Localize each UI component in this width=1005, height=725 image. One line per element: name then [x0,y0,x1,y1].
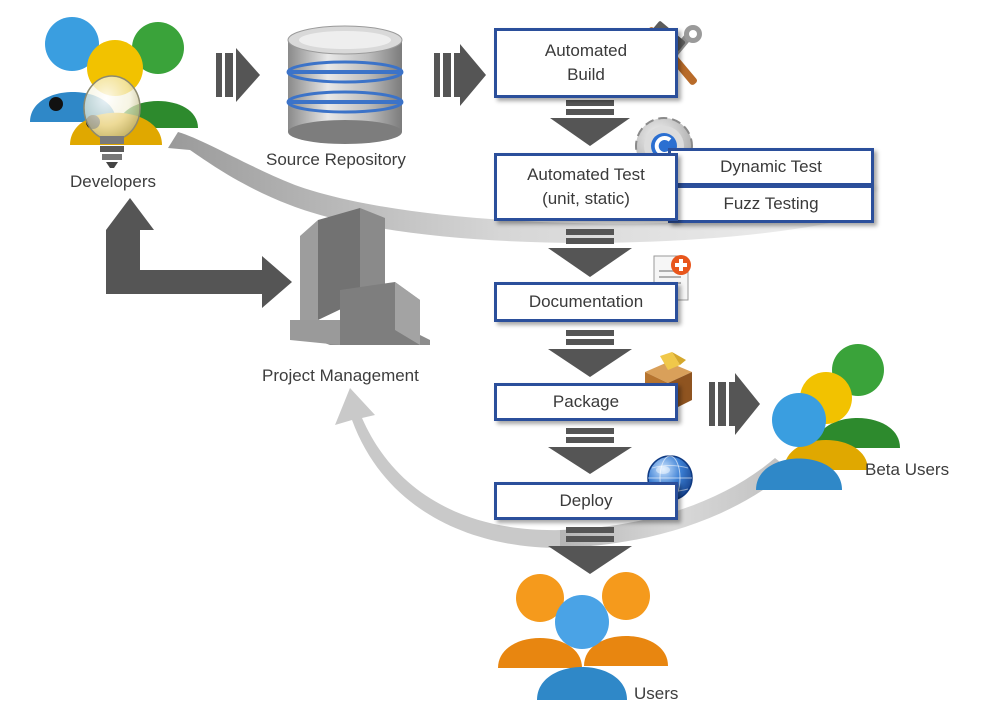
arrow-package-to-beta [709,373,760,435]
people-lightbulb-icon [30,17,198,168]
arrow-deploy-to-users [548,527,632,574]
package-box: Package [494,383,678,421]
deploy-label: Deploy [559,491,613,510]
feedback-arrow-deploy-to-pm [335,388,560,548]
building-icon [290,208,430,345]
arrow-pm-developers [106,198,292,308]
documentation-box: Documentation [494,282,678,322]
project-management-label: Project Management [262,366,419,385]
beta-users-icon [756,344,900,490]
automated-build-box: Automated Build [494,28,678,98]
documentation-label: Documentation [528,292,644,311]
arrow-build-to-test [550,100,630,146]
fuzz-testing-box: Fuzz Testing [668,185,874,223]
dynamic-test-label: Dynamic Test [720,157,822,176]
arrow-developers-to-repo [216,48,260,102]
users-icon [498,572,668,700]
deploy-box: Deploy [494,482,678,520]
package-label: Package [552,392,620,411]
developers-label: Developers [70,172,156,191]
arrow-package-to-deploy [548,428,632,474]
feedback-arrow-beta-to-deploy [560,458,790,548]
arrow-documentation-to-package [548,330,632,377]
automated-build-label: Automated Build [544,41,628,84]
arrow-repo-to-build [434,44,486,106]
feedback-arrow-test-to-developers [168,132,835,243]
dynamic-test-box: Dynamic Test [668,148,874,186]
users-label: Users [634,684,679,703]
automated-test-label: Automated Test (unit, static) [527,165,645,208]
database-icon [286,25,404,144]
automated-test-box: Automated Test (unit, static) [494,153,678,221]
beta-users-label: Beta Users [865,460,950,479]
fuzz-testing-label: Fuzz Testing [723,194,819,213]
arrow-test-to-documentation [548,229,632,277]
source-repository-label: Source Repository [266,150,406,169]
